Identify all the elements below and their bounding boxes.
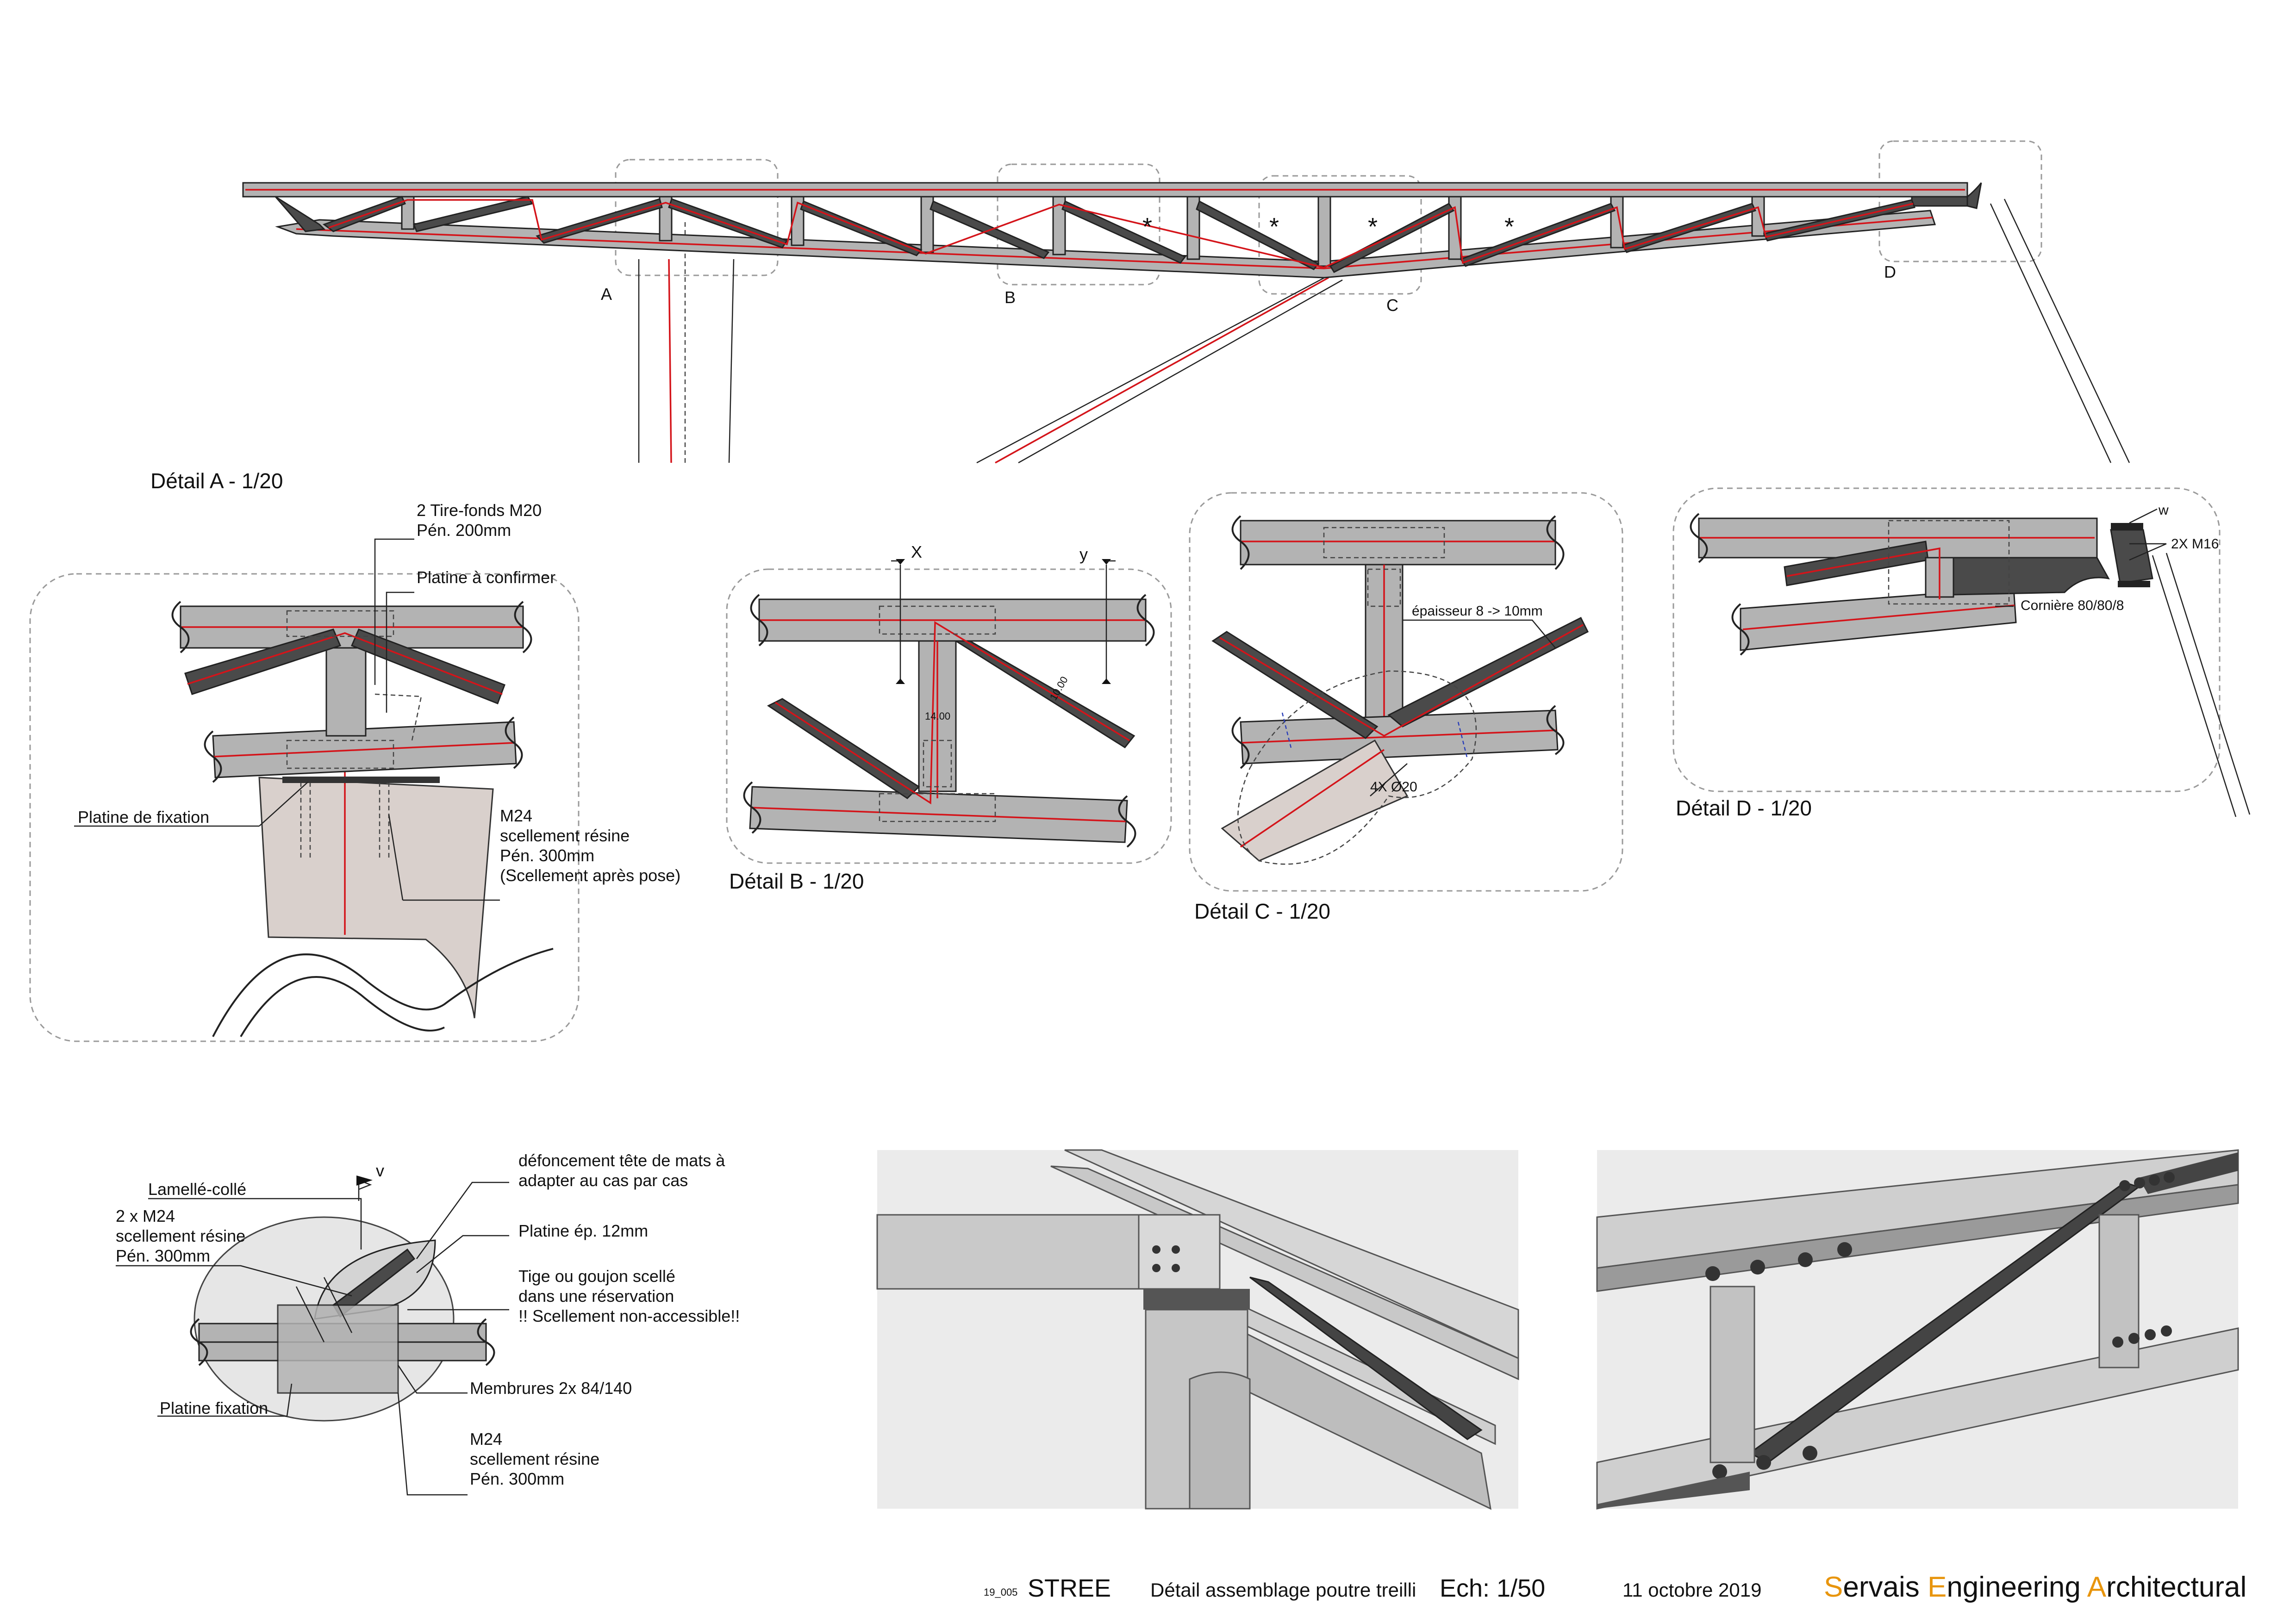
label-m16: 2X M16 bbox=[2171, 536, 2219, 552]
project-name: STREE bbox=[1028, 1574, 1111, 1602]
brand-initial-s: S bbox=[1824, 1571, 1843, 1603]
label-w: w bbox=[2158, 503, 2169, 518]
detail-a-title: Détail A - 1/20 bbox=[150, 469, 283, 493]
overview-label-c: C bbox=[1386, 296, 1398, 315]
label-2xm24: 2 x M24 bbox=[116, 1206, 175, 1225]
detail-a: Détail A - 1/20 2 Tire-fonds M bbox=[29, 469, 680, 1042]
label-epaisseur: épaisseur 8 -> 10mm bbox=[1412, 603, 1543, 619]
drawing-description: Détail assemblage poutre treilli bbox=[1150, 1579, 1416, 1601]
label-defoncement-2: adapter au cas par cas bbox=[518, 1171, 688, 1190]
drawing-date: 11 octobre 2019 bbox=[1622, 1579, 1761, 1601]
label-tige-warning: !! Scellement non-accessible!! bbox=[518, 1306, 740, 1325]
detail-b: X y 14.00 10.00 Détail B - 1/20 bbox=[726, 542, 1172, 893]
label-tire-fonds-pen: Pén. 200mm bbox=[417, 521, 511, 540]
overview-label-a: A bbox=[601, 285, 612, 304]
label-2xm24-pen: Pén. 300mm bbox=[116, 1246, 210, 1265]
label-tige: Tige ou goujon scellé bbox=[518, 1267, 675, 1286]
render-view-1 bbox=[876, 1149, 1519, 1510]
label-m24-apres-pose: (Scellement après pose) bbox=[500, 866, 680, 885]
brand-initial-e: E bbox=[1928, 1571, 1947, 1603]
brand-name: Servais Engineering Architectural bbox=[1824, 1571, 2246, 1603]
overview-label-b: B bbox=[1004, 288, 1016, 307]
label-corniere: Cornière 80/80/8 bbox=[2021, 598, 2124, 613]
detail-b-title: Détail B - 1/20 bbox=[729, 869, 864, 893]
brand-word-servais: ervais bbox=[1843, 1571, 1928, 1603]
section-y-label: y bbox=[1079, 545, 1088, 564]
project-code: 19_005 bbox=[984, 1586, 1017, 1598]
brand-initial-a: A bbox=[2087, 1571, 2107, 1603]
detail-d: w 2X M16 Cornière 80/80/8 Détail D - 1/2… bbox=[1672, 487, 2251, 820]
label-lamelle-colle: Lamellé-collé bbox=[148, 1180, 246, 1199]
label-m24-bottom: M24 bbox=[470, 1430, 502, 1449]
title-block: 19_005 STREE Détail assemblage poutre tr… bbox=[984, 1571, 2246, 1603]
brand-word-engineering: ngineering bbox=[1947, 1571, 2087, 1603]
detail-c-title: Détail C - 1/20 bbox=[1194, 899, 1330, 923]
label-m24-resine: scellement résine bbox=[500, 826, 630, 845]
label-platine-fixation: Platine de fixation bbox=[78, 808, 209, 827]
section-detail: v Lamellé-collé 2 x M24 scellement résin… bbox=[116, 1151, 740, 1496]
section-x-label: X bbox=[911, 542, 922, 561]
label-m24: M24 bbox=[500, 806, 532, 825]
label-platine-fixation-section: Platine fixation bbox=[160, 1399, 268, 1418]
overview-label-d: D bbox=[1884, 262, 1896, 281]
label-platine-ep: Platine ép. 12mm bbox=[518, 1221, 648, 1240]
star-marker: * bbox=[1269, 213, 1279, 241]
detail-c: épaisseur 8 -> 10mm 4X Ø20 Détail C - 1/… bbox=[1189, 492, 1623, 923]
truss-overview: A B C D * * * * bbox=[242, 140, 2130, 464]
dimension-vertical: 14.00 bbox=[925, 710, 950, 722]
detail-d-title: Détail D - 1/20 bbox=[1676, 796, 1812, 820]
label-platine-confirm: Platine à confirmer bbox=[417, 568, 555, 587]
drawing-scale: Ech: 1/50 bbox=[1440, 1574, 1545, 1602]
label-defoncement: défoncement tête de mats à bbox=[518, 1151, 725, 1170]
label-m24-bottom-resine: scellement résine bbox=[470, 1449, 599, 1468]
section-v-label: v bbox=[376, 1161, 384, 1180]
label-2xm24-resine: scellement résine bbox=[116, 1226, 245, 1245]
label-tige-2: dans une réservation bbox=[518, 1287, 674, 1306]
label-m24-bottom-pen: Pén. 300mm bbox=[470, 1469, 564, 1488]
star-marker: * bbox=[1504, 213, 1514, 241]
label-m24-pen: Pén. 300mm bbox=[500, 846, 594, 865]
star-marker: * bbox=[1142, 213, 1152, 241]
star-marker: * bbox=[1368, 213, 1378, 241]
label-bolts-c: 4X Ø20 bbox=[1370, 779, 1417, 795]
render-view-2 bbox=[1596, 1149, 2239, 1510]
label-membrures: Membrures 2x 84/140 bbox=[470, 1379, 632, 1398]
brand-word-architectural: rchitectural bbox=[2106, 1571, 2246, 1603]
label-tire-fonds: 2 Tire-fonds M20 bbox=[417, 501, 542, 520]
